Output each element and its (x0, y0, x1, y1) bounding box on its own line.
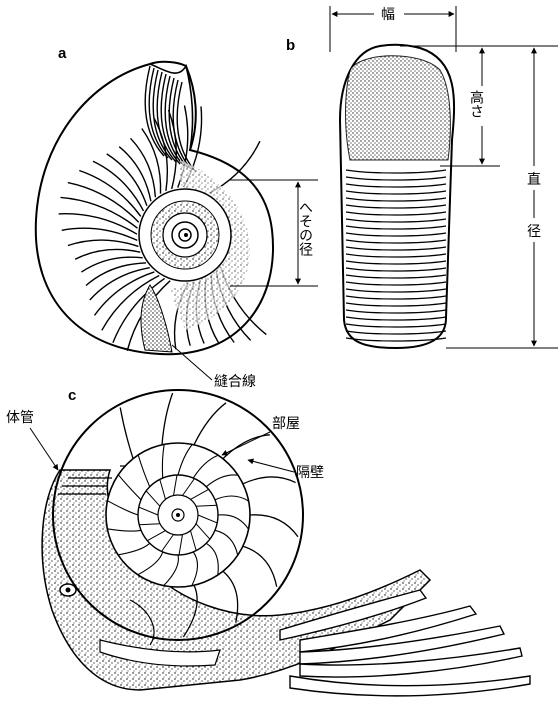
width-label: 幅 (381, 7, 395, 23)
diameter-label-2: 径 (527, 224, 541, 240)
panel-letter-c: c (68, 387, 76, 404)
septum-leader (248, 460, 294, 472)
siphuncle-leader (30, 428, 58, 470)
diameter-dimension (446, 46, 558, 348)
suture-line-label: 縫合線 (214, 374, 256, 390)
septum-label: 隔壁 (296, 465, 324, 481)
ammonite-side-view (36, 62, 273, 354)
panel-letter-a: a (58, 45, 67, 62)
tentacles (280, 590, 530, 696)
chamber-label: 部屋 (272, 416, 300, 432)
front-top-ornament (346, 56, 451, 160)
ammonite-front-view (340, 45, 454, 348)
umbilicus-diameter-label: へその径 (297, 200, 313, 256)
height-label: 高さ (468, 89, 484, 118)
ammonite-cross-section (42, 390, 530, 696)
siphuncle-label: 体管 (6, 410, 34, 426)
panel-letter-b: b (286, 37, 295, 54)
chamber-leader (222, 432, 270, 455)
diameter-label-1: 直 (527, 171, 541, 188)
